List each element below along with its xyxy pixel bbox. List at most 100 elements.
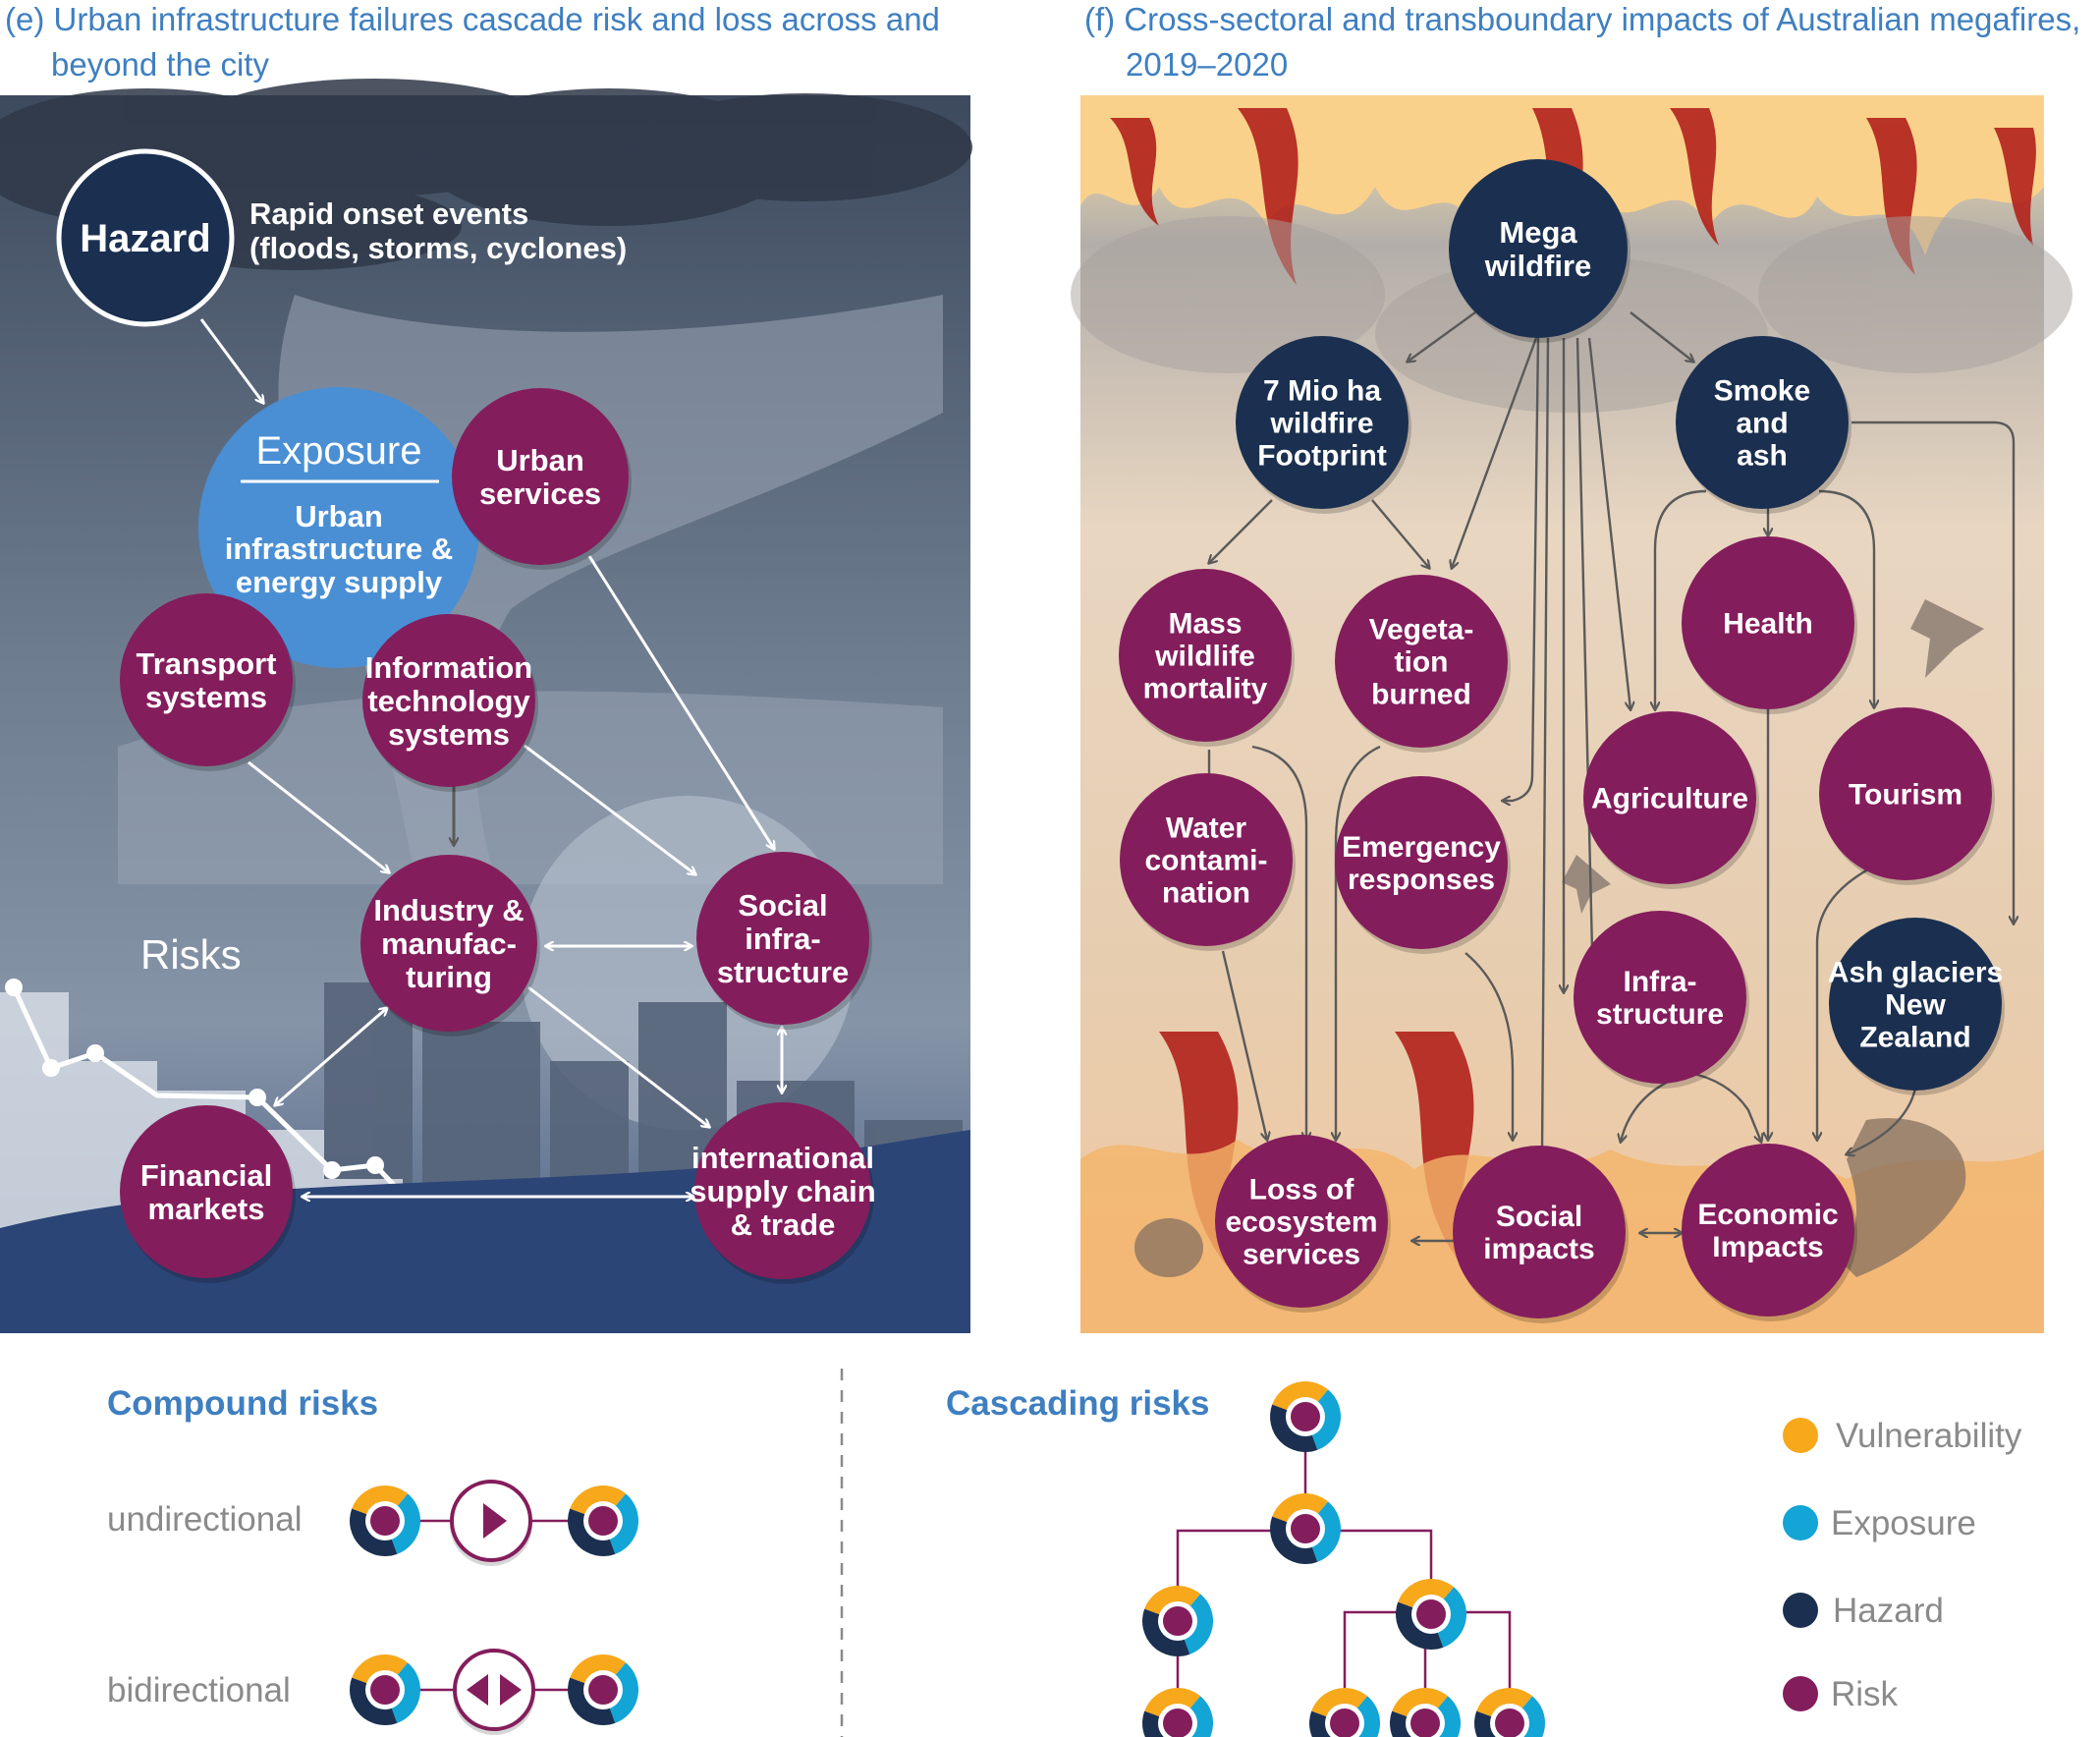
panel-e-risk-nodes: UrbanservicesTransportsystemsInformation… xyxy=(120,388,876,1284)
f-node-13-line-0: Social xyxy=(1496,1201,1582,1233)
risk-ring-icon-2 xyxy=(349,1654,421,1726)
risk-ring-icon-0 xyxy=(349,1485,421,1556)
f-node-8-line-1: contami- xyxy=(1144,845,1267,877)
vulnerability-label: Vulnerability xyxy=(1836,1417,2022,1455)
panel-e-title-line1: (e) Urban infrastructure failures cascad… xyxy=(5,1,940,37)
compound-undirectional-diagram xyxy=(386,1480,603,1566)
compound-risks-title: Compound risks xyxy=(107,1384,378,1423)
exposure-node: Exposure Urban infrastructure & energy s… xyxy=(198,387,479,668)
exposure-label: Exposure xyxy=(1831,1504,1976,1542)
risk-ring-icons xyxy=(349,1380,1545,1737)
f-node-3-line-0: Mass xyxy=(1168,608,1242,641)
e-node-5-line-1: markets xyxy=(148,1192,265,1226)
hazard-label-key: Hazard xyxy=(1833,1592,1944,1630)
e-node-2-line-1: technology xyxy=(367,684,530,718)
vulnerability-dot xyxy=(1783,1418,1818,1453)
e-node-2-line-2: systems xyxy=(388,717,510,752)
risk-ring-icon-4 xyxy=(1269,1380,1342,1453)
f-node-1-line-0: 7 Mio ha xyxy=(1263,375,1381,408)
e-node-6-line-2: & trade xyxy=(731,1207,836,1242)
f-node-8-line-0: Water xyxy=(1166,812,1247,845)
f-node-4-line-0: Vegeta- xyxy=(1369,614,1474,646)
f-node-3-line-1: wildlife xyxy=(1154,641,1255,673)
risk-ring-icon-11 xyxy=(1474,1687,1545,1737)
e-node-0-line-1: services xyxy=(479,476,601,511)
f-node-12-line-0: Loss of xyxy=(1249,1174,1355,1206)
hazard-caption-line1: Rapid onset events xyxy=(249,196,528,231)
f-node-9-line-0: Emergency xyxy=(1342,831,1501,864)
f-node-4-line-2: burned xyxy=(1371,679,1471,711)
risk-ring-icon-1 xyxy=(568,1485,639,1557)
e-node-6-line-0: international xyxy=(691,1141,874,1175)
bidirectional-label: bidirectional xyxy=(107,1671,291,1709)
hazard-label: Hazard xyxy=(80,217,210,260)
f-node-0-line-1: wildfire xyxy=(1484,249,1592,283)
risk-ring-icon-3 xyxy=(568,1654,639,1726)
f-node-11-line-0: Ash glaciers xyxy=(1828,957,2003,989)
f-node-5: Health xyxy=(1682,536,1857,714)
panel-e-illustration xyxy=(0,79,972,1333)
risk-ring-icon-6 xyxy=(1142,1586,1213,1656)
f-node-5-line-0: Health xyxy=(1723,608,1813,641)
f-node-14-line-0: Economic xyxy=(1697,1199,1838,1231)
f-node-6: Agriculture xyxy=(1583,711,1759,889)
exposure-line2: infrastructure & xyxy=(225,532,454,566)
f-node-4-line-1: tion xyxy=(1395,646,1449,679)
f-node-14-line-1: Impacts xyxy=(1712,1231,1823,1263)
risks-label: Risks xyxy=(140,931,242,978)
f-node-7: Tourism xyxy=(1819,707,1995,885)
risk-ring-icon-7 xyxy=(1395,1578,1466,1651)
f-node-1-line-2: Footprint xyxy=(1257,440,1387,473)
exposure-dot xyxy=(1783,1505,1818,1541)
exposure-line1: Urban xyxy=(295,499,383,533)
panel-e-arrows xyxy=(199,318,782,1197)
hazard-node: Hazard xyxy=(56,148,235,327)
e-node-3-line-0: Industry & xyxy=(373,893,524,927)
f-node-12-line-1: ecosystem xyxy=(1225,1206,1377,1239)
f-node-6-line-0: Agriculture xyxy=(1591,783,1748,815)
undirectional-label: undirectional xyxy=(107,1500,302,1539)
risk-ring-icon-10 xyxy=(1390,1688,1461,1737)
e-node-1-line-0: Transport xyxy=(137,646,277,681)
f-node-2-line-2: ash xyxy=(1737,440,1788,473)
e-node-3-line-1: manufac- xyxy=(381,926,517,961)
e-node-3: Industry &manufac-turing xyxy=(360,855,540,1037)
f-node-0-line-0: Mega xyxy=(1499,215,1577,250)
e-node-5-line-0: Financial xyxy=(140,1158,272,1193)
hazard-caption-line2: (floods, storms, cyclones) xyxy=(249,231,627,265)
right-arrow-icon xyxy=(500,1674,522,1706)
f-node-10-line-1: structure xyxy=(1596,998,1724,1031)
f-node-9-line-1: responses xyxy=(1348,864,1495,896)
e-node-4-line-2: structure xyxy=(717,955,849,989)
f-node-11-line-1: New xyxy=(1885,989,1946,1022)
risk-ring-icon-9 xyxy=(1309,1688,1380,1737)
f-node-2-line-1: and xyxy=(1736,408,1788,440)
f-node-10-line-0: Infra- xyxy=(1624,966,1697,998)
f-node-11-line-2: Zealand xyxy=(1859,1022,1970,1054)
f-node-1-line-1: wildfire xyxy=(1269,408,1373,440)
hazard-dot xyxy=(1783,1593,1818,1628)
e-node-0-line-0: Urban xyxy=(496,443,584,477)
exposure-title: Exposure xyxy=(256,429,422,473)
panel-f-title-line1: (f) Cross-sectoral and transboundary imp… xyxy=(1084,1,2080,37)
f-node-10: Infra-structure xyxy=(1574,911,1749,1089)
compound-bidirectional-diagram xyxy=(386,1649,603,1735)
cascading-tree-lines xyxy=(1176,1417,1512,1690)
panel-f-title-line2: 2019–2020 xyxy=(1126,46,1288,83)
e-node-2-line-0: Information xyxy=(365,650,533,685)
risk-label: Risk xyxy=(1831,1675,1899,1713)
risk-dot xyxy=(1783,1676,1818,1711)
